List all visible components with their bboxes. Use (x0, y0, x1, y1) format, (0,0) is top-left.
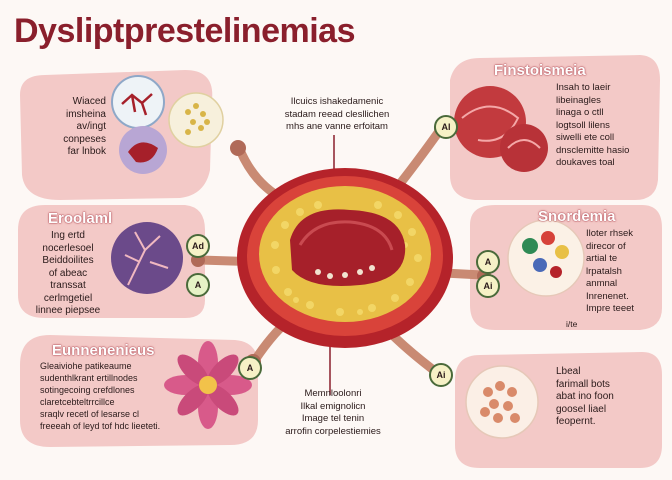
mid-left-panel-text: Ing ertd nocerlesoel Beiddoilites of abe… (35, 230, 101, 316)
badge-label: A (194, 280, 202, 290)
top-left-panel-text: Wiaced imsheina av/ingt conpeses far lnb… (63, 96, 106, 157)
top-right-panel-title: Finstoismeia (494, 62, 586, 79)
badge-label: A (484, 257, 492, 267)
badge-label: Ai (483, 281, 493, 291)
bottom-right-panel-text: Lbeal farimall bots abat ino foon goosel… (556, 366, 614, 427)
mid-left-panel-title: Eroolaml (48, 210, 113, 227)
molecule-illustration (111, 75, 165, 129)
page-title: Dysliptprestelinemias (14, 12, 355, 50)
artery-branch-illustration (111, 222, 183, 294)
center-text-top: Ilcuics ishakedamenic stadam reead clesl… (284, 96, 390, 132)
badge-label: A (246, 363, 254, 373)
bottom-left-panel-text: Gleaiviohe patikeaume sudenthlkrant erti… (40, 361, 161, 431)
bottom-left-panel-title: Eunnenenieus (52, 342, 155, 359)
mid-right-panel-footnote: i/te (566, 319, 578, 329)
center-text-bottom: Memnloolonri Ilkal emignolicn Image tel … (285, 388, 381, 437)
fat-cells-illustration (465, 365, 539, 439)
connector-top-right (390, 125, 445, 195)
mid-right-panel-text: Iloter rhsek direcor of artial te lrpata… (586, 228, 635, 314)
flower-illustration (164, 341, 252, 429)
badge-label: Ai (436, 370, 446, 380)
artery-cross-section (237, 168, 453, 348)
badge-label: Ad (192, 241, 204, 251)
lipid-droplets-illustration (168, 92, 224, 148)
mid-right-panel-title: Snordemia (538, 208, 616, 225)
badge-label: Al (441, 122, 451, 132)
top-right-panel-text: Insah to laeir libeinagles linaga o ctll… (556, 82, 630, 168)
